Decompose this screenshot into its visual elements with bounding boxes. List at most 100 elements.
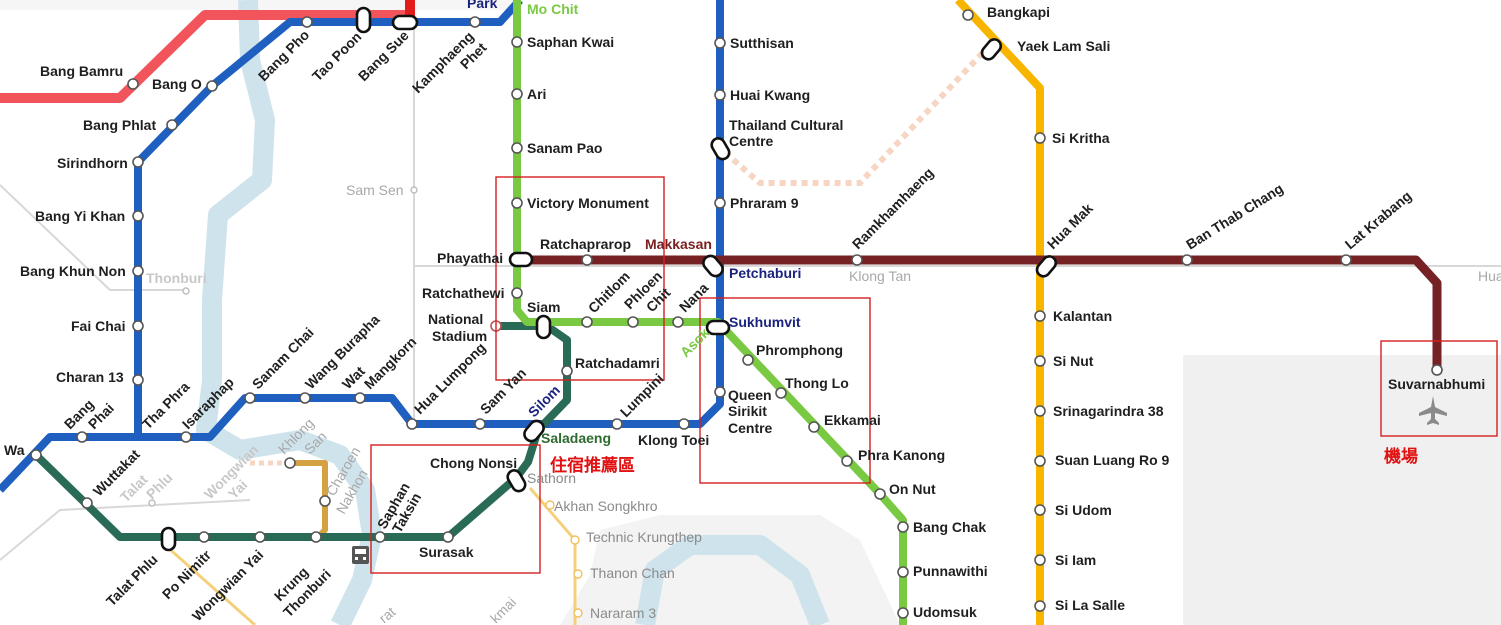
label-ari: Ari <box>527 86 546 102</box>
label-ratchadamri: Ratchadamri <box>575 355 660 371</box>
label-sukhumvit: Sukhumvit <box>729 314 801 330</box>
yellow-line <box>955 0 1044 625</box>
pier-icon <box>352 546 369 564</box>
label-thanon-chan: Thanon Chan <box>590 565 675 581</box>
label-phlu: Phlu <box>143 469 176 502</box>
label-stadium: Stadium <box>432 328 487 344</box>
label-klong-toei: Klong Toei <box>638 432 709 448</box>
label-park: Park <box>467 0 498 11</box>
land-block-north <box>0 0 520 10</box>
label-sirindhorn: Sirindhorn <box>57 155 128 171</box>
label-mangkorn: Mangkorn <box>361 334 420 393</box>
label-phra-kanong: Phra Kanong <box>858 447 945 463</box>
label-sam-yan: Sam Yan <box>477 365 529 417</box>
label-technic-krungthep: Technic Krungthep <box>586 529 702 545</box>
label-makkasan: Makkasan <box>645 236 712 252</box>
annotation-accommodation-zone: 住宿推薦區 <box>550 455 635 476</box>
label-kalantan: Kalantan <box>1053 308 1112 324</box>
land-block-east <box>1183 355 1501 625</box>
label-queen: Queen <box>728 387 772 403</box>
label-lat-krabang: Lat Krabang <box>1342 188 1415 253</box>
station-dots <box>30 9 1443 619</box>
label-suan-luang: Suan Luang Ro 9 <box>1055 452 1170 468</box>
label-sanam-pao: Sanam Pao <box>527 140 602 156</box>
label-centre: Centre <box>729 133 774 149</box>
future-line-dashed <box>720 42 993 186</box>
label-nana: Nana <box>676 279 712 315</box>
label-bang-chak: Bang Chak <box>913 519 986 535</box>
label-si-nut: Si Nut <box>1053 353 1094 369</box>
highlight-boxes <box>370 176 1498 574</box>
label-thailand-cultural: Thailand Cultural <box>729 117 843 133</box>
label-si-la-salle: Si La Salle <box>1055 597 1125 613</box>
label-bang-yi-khan: Bang Yi Khan <box>35 208 125 224</box>
station-labels: Mo Chit Park Saphan Kwai Ari Sanam Pao V… <box>4 0 1501 621</box>
label-phromphong: Phromphong <box>756 342 843 358</box>
label-ban-thab-chang: Ban Thab Chang <box>1183 180 1286 253</box>
label-punnawithi: Punnawithi <box>913 563 988 579</box>
label-tao-poon: Tao Poon <box>309 28 365 84</box>
river-bend <box>635 535 830 625</box>
silom-line <box>33 322 571 541</box>
highlight-box-airport <box>1380 340 1498 437</box>
label-saladaeng: Saladaeng <box>541 430 611 446</box>
label-on-nut: On Nut <box>889 481 936 497</box>
label-huai-kwang: Huai Kwang <box>730 87 810 103</box>
label-national: National <box>428 311 483 327</box>
label-srinagarindra-38: Srinagarindra 38 <box>1053 403 1164 419</box>
label-centre2: Centre <box>728 420 773 436</box>
label-bang-bamru: Bang Bamru <box>40 63 123 79</box>
label-wa: Wa <box>4 442 25 458</box>
label-rat: rat <box>376 603 399 625</box>
label-sathorn: Sathorn <box>527 470 576 486</box>
label-bang-khun-non: Bang Khun Non <box>20 263 126 279</box>
label-saphan-kwai: Saphan Kwai <box>527 34 614 50</box>
label-thonburi: Thonburi <box>146 270 207 286</box>
label-lumpini: Lumpini <box>617 370 667 420</box>
label-ratchathewi: Ratchathewi <box>422 285 504 301</box>
light-yellow-line-west <box>164 543 256 625</box>
label-surasak: Surasak <box>419 544 474 560</box>
label-kmai: kmai <box>487 594 519 625</box>
label-udomsuk: Udomsuk <box>913 604 977 620</box>
label-bang-pho: Bang Pho <box>255 27 313 85</box>
label-hua-mak: Hua Mak <box>1044 200 1096 252</box>
label-akhan-songkhro: Akhan Songkhro <box>554 498 658 514</box>
thin-grey-lines <box>0 0 1501 561</box>
label-si-iam: Si Iam <box>1055 552 1096 568</box>
label-klong-tan: Klong Tan <box>849 268 911 284</box>
label-sam-sen: Sam Sen <box>346 182 404 198</box>
airport-rail-link <box>520 255 1442 370</box>
label-thong-lo: Thong Lo <box>785 375 849 391</box>
chao-phraya-river <box>196 0 382 625</box>
label-sirikit: Sirikit <box>728 403 767 419</box>
label-mo-chit: Mo Chit <box>527 1 579 17</box>
label-ratchaprarop: Ratchaprarop <box>540 236 631 252</box>
label-suvarnabhumi: Suvarnabhumi <box>1388 376 1485 392</box>
label-chitlom: Chitlom <box>585 268 633 316</box>
label-siam: Siam <box>527 299 560 315</box>
label-chong-nonsi: Chong Nonsi <box>430 455 517 471</box>
mrt-blue-line <box>0 0 724 493</box>
label-yaek-lam-sali: Yaek Lam Sali <box>1017 38 1110 54</box>
label-bang-sue: Bang Sue <box>355 27 412 84</box>
highlight-box-siam <box>495 176 665 381</box>
label-hua: Hua <box>1478 268 1501 284</box>
airplane-icon <box>1419 396 1447 425</box>
label-ramkhamhaeng: Ramkhamhaeng <box>849 164 937 252</box>
label-bangkapi: Bangkapi <box>987 4 1050 20</box>
label-ekkamai: Ekkamai <box>824 412 881 428</box>
annotation-airport: 機場 <box>1384 446 1418 467</box>
label-charan-13: Charan 13 <box>56 369 124 385</box>
highlight-box-sukhumvit <box>699 297 871 484</box>
label-bang-o: Bang O <box>152 76 202 92</box>
interchange-markers <box>160 6 1058 552</box>
label-fai-chai: Fai Chai <box>71 318 125 334</box>
highlight-box-saphan-taksin <box>370 444 541 574</box>
label-si-kritha: Si Kritha <box>1052 130 1110 146</box>
label-bang-phlat: Bang Phlat <box>83 117 156 133</box>
label-petchaburi: Petchaburi <box>729 265 801 281</box>
red-line-stub <box>405 0 415 22</box>
